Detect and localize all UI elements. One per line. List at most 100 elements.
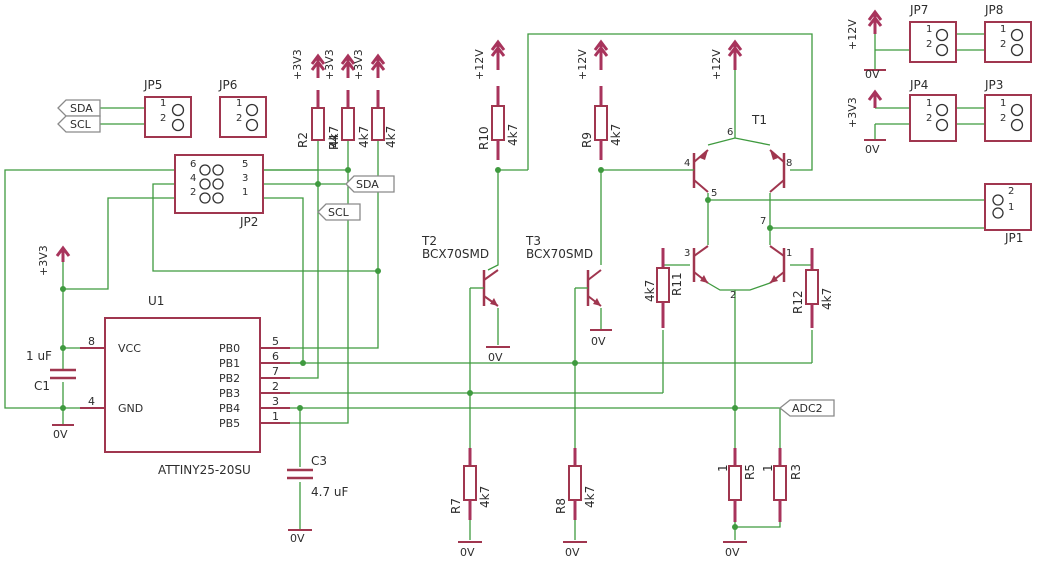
svg-text:+3V3: +3V3 bbox=[352, 49, 365, 80]
svg-text:GND: GND bbox=[118, 402, 143, 415]
net-flag-adc2: ADC2 bbox=[778, 399, 835, 417]
svg-text:2: 2 bbox=[272, 380, 279, 393]
svg-text:R9: R9 bbox=[580, 132, 594, 148]
svg-text:PB3: PB3 bbox=[219, 387, 240, 400]
svg-text:1: 1 bbox=[1000, 98, 1006, 109]
net-flag-sda-jp5: SDA bbox=[57, 99, 101, 117]
connector-jp8[interactable]: 1 2 bbox=[984, 21, 1032, 63]
svg-text:3: 3 bbox=[272, 395, 279, 408]
jp3-label: JP3 bbox=[984, 78, 1003, 92]
resistor-r6[interactable] bbox=[341, 90, 355, 141]
cap-c3[interactable] bbox=[287, 468, 313, 480]
svg-text:4: 4 bbox=[190, 173, 196, 184]
svg-text:4k7: 4k7 bbox=[384, 126, 398, 148]
svg-text:1: 1 bbox=[926, 24, 932, 35]
svg-text:2: 2 bbox=[926, 113, 932, 124]
connector-jp1[interactable]: 2 1 bbox=[984, 183, 1032, 231]
svg-text:+12V: +12V bbox=[473, 49, 486, 80]
connector-jp2[interactable]: 6 4 2 5 3 1 bbox=[174, 154, 264, 214]
resistor-r5[interactable] bbox=[728, 448, 742, 522]
transistor-t3[interactable] bbox=[575, 269, 602, 307]
t3-value: BCX70SMD bbox=[526, 247, 593, 261]
svg-text:2: 2 bbox=[926, 39, 932, 50]
connector-jp7[interactable]: 1 2 bbox=[909, 21, 957, 63]
transistor-t1[interactable]: 4 8 6 5 7 3 1 2 bbox=[684, 127, 792, 301]
svg-text:2: 2 bbox=[160, 113, 166, 124]
svg-text:0V: 0V bbox=[565, 546, 580, 559]
cap-c1[interactable] bbox=[50, 368, 76, 380]
resistor-r2[interactable] bbox=[311, 90, 325, 141]
svg-text:+3V3: +3V3 bbox=[323, 49, 336, 80]
connector-jp6[interactable]: 1 2 bbox=[219, 96, 267, 138]
svg-text:2: 2 bbox=[1000, 39, 1006, 50]
svg-text:1: 1 bbox=[1000, 24, 1006, 35]
svg-text:+3V3: +3V3 bbox=[37, 245, 50, 276]
resistor-r4[interactable] bbox=[371, 90, 385, 141]
c1-value: 1 uF bbox=[26, 349, 52, 363]
svg-text:8: 8 bbox=[88, 335, 95, 348]
svg-text:4k7: 4k7 bbox=[357, 126, 371, 148]
resistor-r12[interactable] bbox=[805, 248, 819, 328]
svg-text:+3V3: +3V3 bbox=[846, 97, 859, 128]
svg-text:SDA: SDA bbox=[356, 178, 379, 191]
svg-text:R5: R5 bbox=[743, 464, 757, 480]
jp2-label: JP2 bbox=[239, 215, 258, 229]
resistor-r3[interactable] bbox=[773, 448, 787, 522]
resistor-r7[interactable] bbox=[463, 448, 477, 520]
svg-text:0V: 0V bbox=[488, 351, 503, 364]
resistor-labels: R2 R4 4k7 4k7 4k7 R10 4k7 R9 4k7 4k7 R11… bbox=[296, 124, 834, 514]
net-flag-scl: SCL bbox=[317, 203, 361, 221]
connector-jp4[interactable]: 1 2 bbox=[909, 94, 957, 142]
svg-text:1: 1 bbox=[272, 410, 279, 423]
svg-text:4k7: 4k7 bbox=[327, 126, 341, 148]
svg-text:R11: R11 bbox=[670, 272, 684, 296]
resistor-r11[interactable] bbox=[656, 248, 670, 328]
svg-text:1: 1 bbox=[1008, 202, 1014, 213]
svg-text:2: 2 bbox=[190, 187, 196, 198]
svg-text:0V: 0V bbox=[460, 546, 475, 559]
svg-text:4k7: 4k7 bbox=[478, 486, 492, 508]
jp5-label: JP5 bbox=[143, 78, 162, 92]
t3-label: T3 bbox=[525, 234, 541, 248]
svg-text:0V: 0V bbox=[865, 68, 880, 81]
t2-value: BCX70SMD bbox=[422, 247, 489, 261]
svg-text:+12V: +12V bbox=[576, 49, 589, 80]
svg-text:7: 7 bbox=[272, 365, 279, 378]
connector-jp5[interactable]: 1 2 bbox=[144, 96, 192, 138]
jp6-label: JP6 bbox=[218, 78, 237, 92]
svg-text:4k7: 4k7 bbox=[583, 486, 597, 508]
svg-text:PB5: PB5 bbox=[219, 417, 240, 430]
connector-jp3[interactable]: 1 2 bbox=[984, 94, 1032, 142]
resistor-r9[interactable] bbox=[594, 86, 608, 160]
svg-text:8: 8 bbox=[786, 158, 792, 169]
svg-text:SCL: SCL bbox=[328, 206, 350, 219]
svg-text:1: 1 bbox=[926, 98, 932, 109]
supply-symbols bbox=[52, 9, 886, 543]
svg-text:R12: R12 bbox=[791, 290, 805, 314]
transistor-t2[interactable] bbox=[470, 269, 499, 307]
ic-u1[interactable]: VCC GND 8 4 PB0 PB1 PB2 PB3 PB4 PB5 5 6 … bbox=[80, 317, 290, 453]
svg-text:VCC: VCC bbox=[118, 342, 141, 355]
resistor-r10[interactable] bbox=[491, 86, 505, 160]
svg-text:1: 1 bbox=[786, 248, 792, 259]
jp7-label: JP7 bbox=[909, 3, 928, 17]
resistor-r8[interactable] bbox=[568, 448, 582, 520]
svg-text:2: 2 bbox=[730, 290, 736, 301]
svg-text:5: 5 bbox=[242, 159, 248, 170]
svg-text:2: 2 bbox=[1008, 186, 1014, 197]
supply-labels: +3V3 +3V3 +3V3 +3V3 +12V +12V +12V +12V … bbox=[37, 19, 880, 559]
svg-text:R3: R3 bbox=[789, 464, 803, 480]
jp4-label: JP4 bbox=[909, 78, 928, 92]
svg-text:0V: 0V bbox=[290, 532, 305, 545]
svg-text:7: 7 bbox=[760, 216, 766, 227]
net-flag-scl-jp5: SCL bbox=[57, 115, 101, 133]
u1-part: ATTINY25-20SU bbox=[158, 463, 251, 477]
c3-label: C3 bbox=[311, 454, 327, 468]
net-flag-sda: SDA bbox=[345, 175, 395, 193]
svg-text:4k7: 4k7 bbox=[609, 124, 623, 146]
svg-text:ADC2: ADC2 bbox=[792, 402, 823, 415]
svg-text:0V: 0V bbox=[591, 335, 606, 348]
svg-text:3: 3 bbox=[242, 173, 248, 184]
